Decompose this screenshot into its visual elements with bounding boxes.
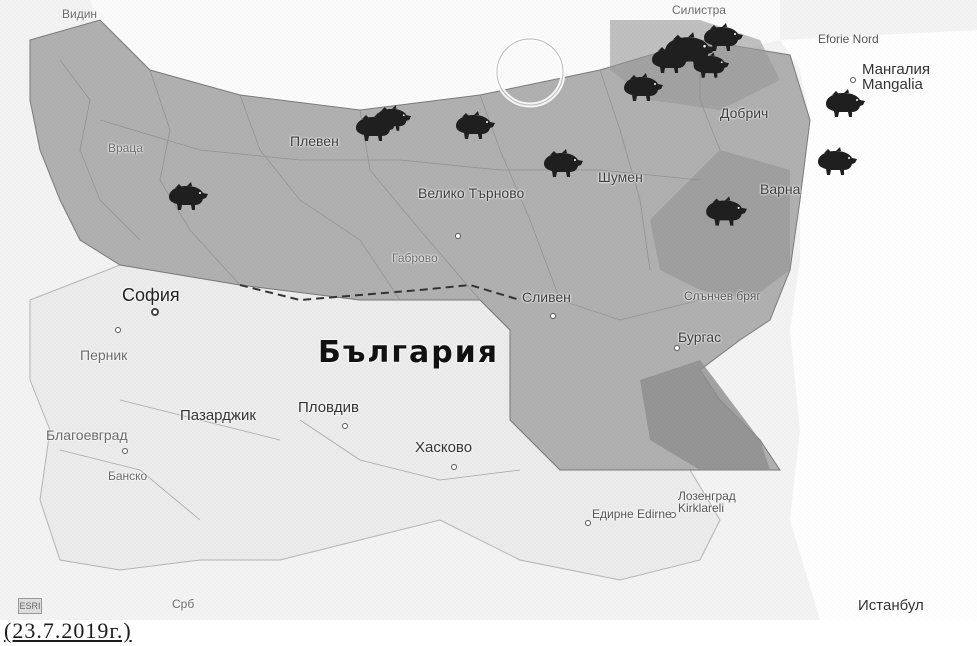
city-label-vidin: Видин (62, 7, 98, 21)
city-label-srb: Срб (172, 597, 195, 611)
mangalia-dot (850, 77, 856, 83)
sliven-dot (550, 313, 556, 319)
pernik-dot (115, 327, 121, 333)
city-label-kirklareli: Лозенград Kirklareli (678, 489, 736, 515)
city-label-edirne: Едирне Edirne (592, 507, 672, 521)
plovdiv-dot (342, 423, 348, 429)
blagoevgrad-dot (122, 448, 128, 454)
wild-boar-icon[interactable] (702, 194, 748, 228)
burgas-dot (674, 345, 680, 351)
edirne-dot (585, 520, 591, 526)
city-label-burgas: Бургас (678, 329, 722, 345)
city-label-silistra: Силистра (672, 3, 726, 17)
wild-boar-icon[interactable] (690, 50, 730, 80)
map-logo: ESRI (18, 598, 42, 614)
kirklareli-dot (670, 512, 676, 518)
city-label-varna: Варна (760, 181, 801, 197)
haskovo-dot (451, 464, 457, 470)
city-label-pleven: Плевен (290, 133, 339, 149)
city-label-sofia: София (122, 285, 180, 305)
city-label-dobrich: Добрич (720, 105, 769, 121)
city-label-sliven: Сливен (522, 289, 571, 305)
city-label-sunny: Слънчев бряг (684, 289, 761, 303)
city-label-vratsa: Враца (108, 141, 143, 155)
city-label-blagoevgrad: Благоевград (46, 427, 128, 443)
wild-boar-icon[interactable] (372, 104, 412, 132)
wild-boar-icon[interactable] (822, 88, 866, 118)
sofia-dot (151, 308, 159, 316)
city-label-bansko: Банско (108, 469, 148, 483)
city-label-veliko: Велико Търново (418, 185, 525, 201)
city-label-haskovo: Хасково (415, 439, 473, 456)
wild-boar-icon[interactable] (700, 22, 744, 52)
wild-boar-icon[interactable] (540, 148, 584, 178)
city-label-gabrovo: Габрово (392, 251, 438, 265)
wild-boar-icon[interactable] (165, 180, 209, 212)
city-label-plovdiv: Пловдив (298, 399, 359, 416)
city-label-shumen: Шумен (598, 169, 643, 185)
city-label-istanbul: Истанбул (858, 597, 924, 614)
wild-boar-icon[interactable] (452, 110, 496, 140)
wild-boar-icon[interactable] (814, 146, 858, 176)
map-base (0, 0, 977, 620)
date-caption: (23.7.2019г.) (4, 618, 132, 643)
veliko-dot (455, 233, 461, 239)
city-label-pernik: Перник (80, 347, 128, 363)
country-label: България (318, 335, 500, 370)
city-label-mangalia: Мангалия Mangalia (862, 61, 931, 93)
city-label-eforie: Eforie Nord (818, 32, 879, 46)
wild-boar-icon[interactable] (620, 72, 664, 102)
city-label-pazardzhik: Пазарджик (180, 407, 256, 424)
